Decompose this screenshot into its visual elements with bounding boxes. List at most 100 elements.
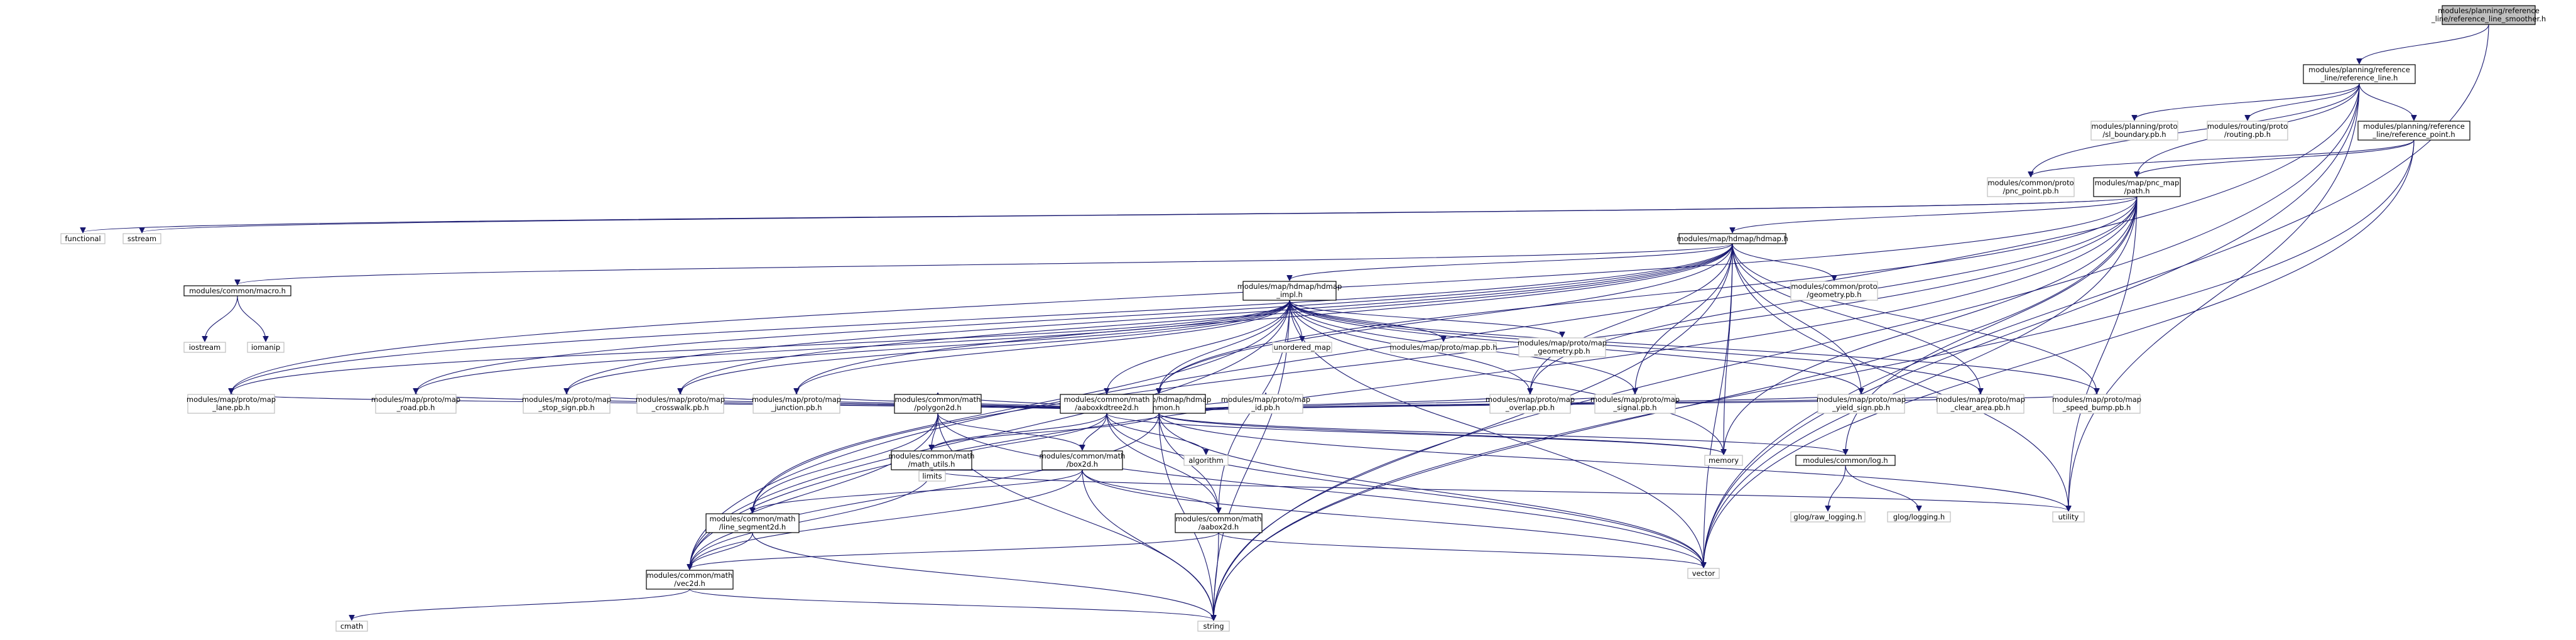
node-clear-area-pb: modules/map/proto/map_clear_area.pb.h (1936, 394, 2025, 414)
node-utility: utility (2052, 511, 2085, 523)
node-log[interactable]: modules/common/log.h (1795, 455, 1896, 466)
edge-polygon2d-to-box2d (937, 413, 1082, 450)
node-math-utils[interactable]: modules/common/math/math_utils.h (889, 450, 975, 470)
edge-log-to-glog_logging (1845, 465, 1919, 511)
edge-hdmap_impl-to-crosswalk_pb (680, 300, 1290, 393)
edge-math_utils-to-vec2d (690, 469, 932, 569)
node-label: modules/map/proto/map (522, 395, 611, 404)
node-box (1795, 455, 1896, 466)
node-polygon2d[interactable]: modules/common/math/polygon2d.h (894, 394, 982, 414)
node-ref-line[interactable]: modules/planning/reference_line/referenc… (2303, 64, 2416, 84)
node-label: iostream (189, 343, 221, 352)
edge-ref_point-to-pnc_point (2031, 139, 2415, 176)
node-ref-point[interactable]: modules/planning/reference_line/referenc… (2357, 121, 2470, 141)
edge-ref_line-to-utility (2068, 83, 2360, 511)
node-box (335, 621, 368, 632)
node-line-segment2d[interactable]: modules/common/math/line_segment2d.h (705, 513, 800, 533)
node-box2d[interactable]: modules/common/math/box2d.h (1040, 450, 1126, 470)
node-label: _stop_sign.pb.h (538, 403, 594, 412)
edge-vec2d-to-string (689, 588, 1214, 620)
edge-hdmap-to-speed_bump_pb (1732, 243, 2097, 393)
node-box (1937, 394, 2024, 414)
node-algorithm: algorithm (1183, 455, 1229, 466)
node-box (1987, 177, 2075, 197)
node-overlap-pb: modules/map/proto/map_overlap.pb.h (1486, 394, 1575, 414)
node-label: modules/map/hdmap/hdmap.h (1677, 234, 1788, 243)
edge-root-to-ref_line (2359, 24, 2489, 63)
node-glog-raw: glog/raw_logging.h (1790, 511, 1866, 523)
node-box (636, 394, 724, 414)
node-box (1060, 394, 1154, 414)
node-label: modules/map/proto/map (1486, 395, 1575, 404)
node-speed-bump-pb: modules/map/proto/map_speed_bump.pb.h (2052, 394, 2141, 414)
edge-box2d-to-aabox2d (1082, 469, 1219, 513)
node-label: modules/routing/proto (2207, 122, 2288, 131)
node-signal-pb: modules/map/proto/map_signal.pb.h (1590, 394, 1680, 414)
edge-hdmap-to-geometry_pb (1732, 243, 1834, 280)
edge-macro-to-iostream (205, 295, 238, 341)
edge-path-to-hdmap_common (1159, 196, 2138, 393)
node-iomanip: iomanip (247, 342, 285, 353)
node-hdmap-impl[interactable]: modules/map/hdmap/hdmap_impl.h (1237, 281, 1342, 301)
edge-path-to-line_segment2d (753, 196, 2138, 513)
node-sl-boundary: modules/planning/proto/sl_boundary.pb.h (2090, 121, 2178, 141)
node-box (1790, 511, 1866, 523)
edge-hdmap-to-vector (1704, 243, 1733, 567)
node-map-pb: modules/map/proto/map.pb.h (1389, 342, 1497, 353)
node-label: modules/common/macro.h (189, 286, 286, 295)
node-box (753, 394, 840, 414)
node-box (1704, 455, 1743, 466)
node-box (1817, 394, 1905, 414)
node-box (2093, 177, 2181, 197)
node-label: _clear_area.pb.h (1950, 403, 2011, 412)
node-hdmap[interactable]: modules/map/hdmap/hdmap.h (1677, 233, 1788, 244)
node-label: modules/planning/reference (2363, 122, 2465, 131)
edge-hdmap_common-to-vector (1158, 413, 1704, 567)
edge-hdmap-to-road_pb (416, 243, 1733, 393)
node-memory: memory (1704, 455, 1743, 466)
edge-ref_line-to-routing_pb (2247, 83, 2360, 120)
node-label: memory (1709, 456, 1739, 465)
edge-path-to-memory (1724, 196, 2138, 454)
node-box (187, 394, 275, 414)
node-aabox2d[interactable]: modules/common/math/aabox2d.h (1175, 513, 1263, 533)
node-label: _line/reference_point.h (2372, 130, 2455, 139)
node-vec2d[interactable]: modules/common/math/vec2d.h (646, 570, 734, 590)
node-label: modules/map/proto/map (1590, 395, 1680, 404)
node-path[interactable]: modules/map/pnc_map/path.h (2093, 177, 2181, 197)
edge-aaboxkdtree2d-to-math_utils (932, 413, 1107, 450)
edge-box2d-to-line_segment2d (753, 469, 1083, 513)
edge-box2d-to-vector (1082, 469, 1704, 567)
edge-hdmap_impl-to-junction_pb (796, 300, 1290, 393)
edge-hdmap-to-yield_sign_pb (1732, 243, 1861, 393)
node-macro[interactable]: modules/common/macro.h (183, 285, 291, 296)
edge-aaboxkdtree2d-to-aabox2d (1106, 413, 1219, 513)
edge-hdmap_impl-to-speed_bump_pb (1289, 300, 2097, 393)
edge-polygon2d-to-string (937, 413, 1214, 620)
node-label: vector (1692, 569, 1715, 578)
node-label: functional (65, 234, 101, 243)
node-label: utility (2058, 513, 2079, 521)
edge-hdmap-to-overlap_pb (1530, 243, 1733, 393)
edge-hdmap-to-string (1214, 243, 1733, 620)
node-label: /path.h (2124, 187, 2150, 195)
node-box (2052, 511, 2085, 523)
node-label: modules/map/proto/map (1221, 395, 1310, 404)
node-box (1790, 281, 1878, 301)
node-label: glog/raw_logging.h (1793, 513, 1862, 521)
edge-path-to-log (1845, 196, 2138, 454)
node-box (122, 233, 161, 244)
node-box (1175, 513, 1263, 533)
node-label: modules/common/proto (1987, 178, 2073, 187)
node-box (1594, 394, 1676, 414)
node-label: modules/map/proto/map (1817, 395, 1906, 404)
node-label: _lane.pb.h (212, 403, 250, 412)
node-label: /geometry.pb.h (1807, 290, 1861, 299)
node-label: modules/common/math (710, 514, 796, 523)
edge-hdmap_impl-to-memory (1289, 300, 1724, 454)
node-label: /sl_boundary.pb.h (2102, 130, 2166, 139)
node-label: modules/common/math (647, 571, 733, 580)
node-aaboxkdtree2d[interactable]: modules/common/math/aaboxkdtree2d.h (1060, 394, 1154, 414)
node-label: /routing.pb.h (2224, 130, 2271, 139)
